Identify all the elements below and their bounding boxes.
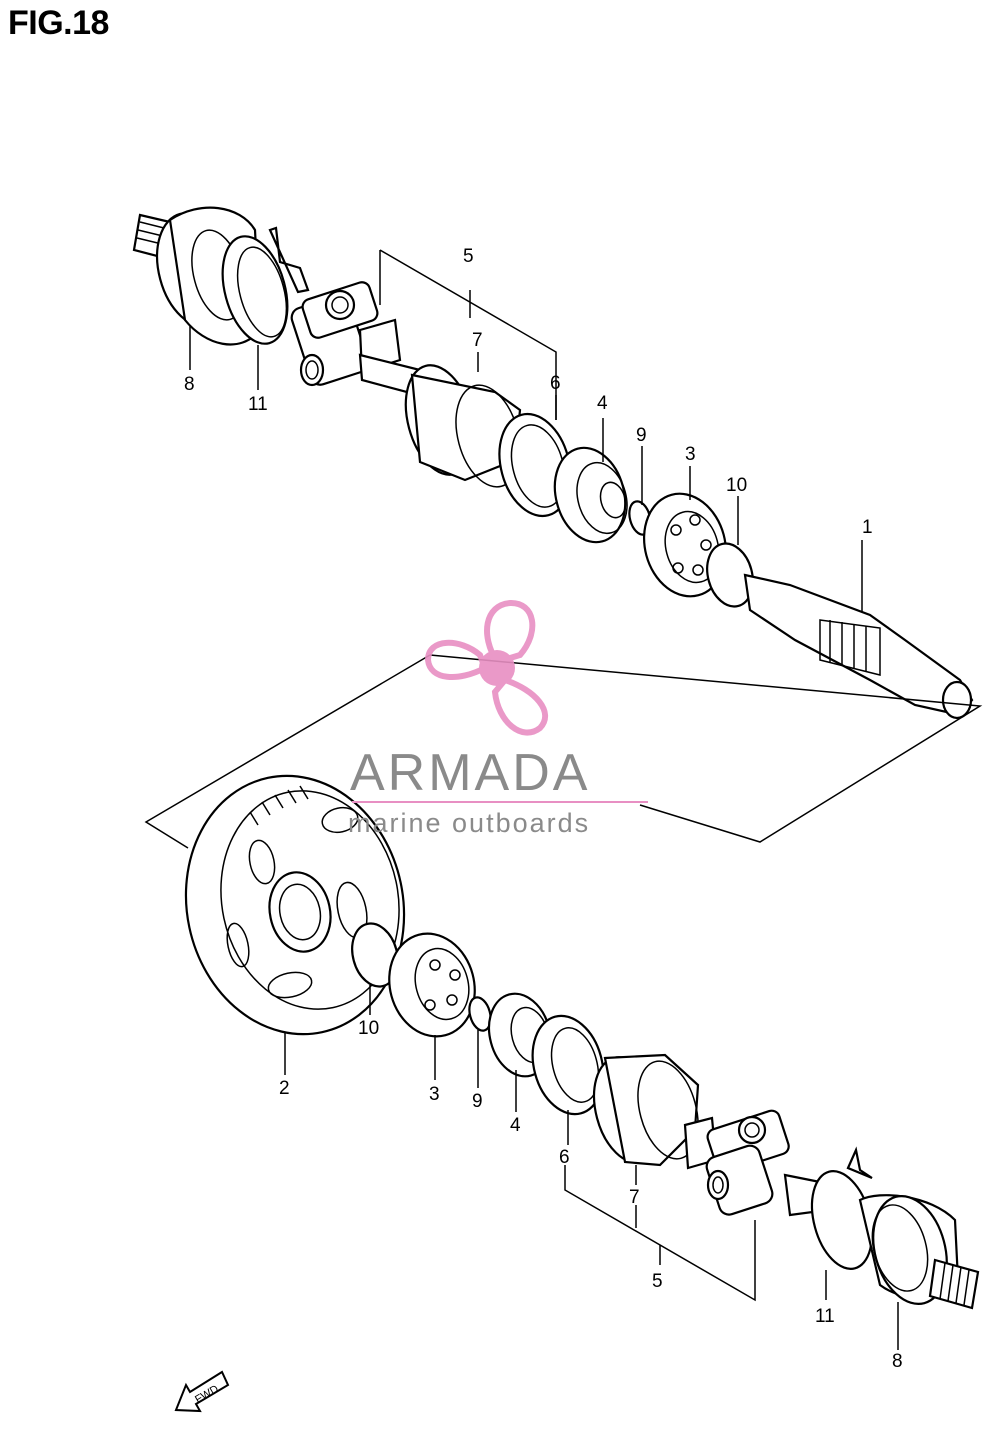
callout-upper-10: 10 (726, 475, 747, 496)
propeller-logo-icon (424, 599, 548, 736)
upper-part-1-shaft (743, 573, 974, 720)
lower-part-10-circlip (351, 922, 399, 988)
lower-leaders (284, 985, 899, 1350)
lower-part-8-housing (858, 1194, 980, 1310)
callout-lower-6: 6 (559, 1147, 570, 1168)
callout-lower-4: 4 (510, 1115, 521, 1136)
callout-lower-11: 11 (815, 1306, 835, 1327)
watermark-tagline: marine outboards (348, 808, 590, 838)
callout-upper-7: 7 (472, 330, 483, 351)
callout-upper-9: 9 (636, 425, 647, 446)
callout-upper-1: 1 (862, 517, 873, 538)
lower-part-11-clip (810, 1146, 874, 1270)
upper-shaft-assembly (132, 206, 974, 720)
callout-lower-3: 3 (429, 1084, 440, 1105)
upper-part-10-circlip (706, 542, 754, 608)
lower-universal-joint (683, 1109, 830, 1217)
callout-upper-6: 6 (550, 373, 561, 394)
lower-part-7-sleeve (592, 1053, 700, 1167)
upper-universal-joint (290, 281, 422, 397)
upper-leaders (189, 325, 863, 612)
lower-part-9-snap-ring (468, 996, 492, 1032)
upper-part-7-sleeve (404, 364, 522, 488)
callout-upper-5: 5 (463, 246, 474, 267)
upper-part-3-ball-bearing (642, 492, 728, 598)
lower-part-2-gear (184, 774, 406, 1036)
figure-title: FIG.18 (8, 4, 109, 42)
callout-upper-11: 11 (248, 394, 268, 415)
callout-lower-8: 8 (892, 1351, 903, 1372)
armada-watermark: ARMADA marine outboards (348, 599, 648, 838)
fwd-direction-badge: FWD (174, 1370, 230, 1413)
callout-lower-10: 10 (358, 1018, 379, 1039)
lower-callouts: 2 3 4 5 6 7 8 9 10 11 (279, 1018, 903, 1372)
callout-upper-4: 4 (597, 393, 608, 414)
callout-lower-5: 5 (652, 1271, 663, 1292)
upper-part-4-bearing (553, 446, 628, 544)
upper-callouts: 1 3 4 5 6 7 8 9 10 11 (184, 246, 873, 538)
callout-upper-8: 8 (184, 374, 195, 395)
lower-part-6-seal (531, 1014, 605, 1116)
callout-lower-7: 7 (629, 1187, 640, 1208)
lower-part-3-ball-bearing (388, 932, 476, 1038)
lower-shaft-assembly (184, 774, 980, 1350)
lower-bracket-5 (564, 1165, 756, 1302)
callout-lower-2: 2 (279, 1078, 290, 1099)
callout-upper-3: 3 (685, 444, 696, 465)
upper-part-11-clip (221, 226, 310, 345)
assembly-frame (144, 654, 983, 849)
callout-lower-9: 9 (472, 1091, 483, 1112)
watermark-brand: ARMADA (350, 744, 590, 802)
